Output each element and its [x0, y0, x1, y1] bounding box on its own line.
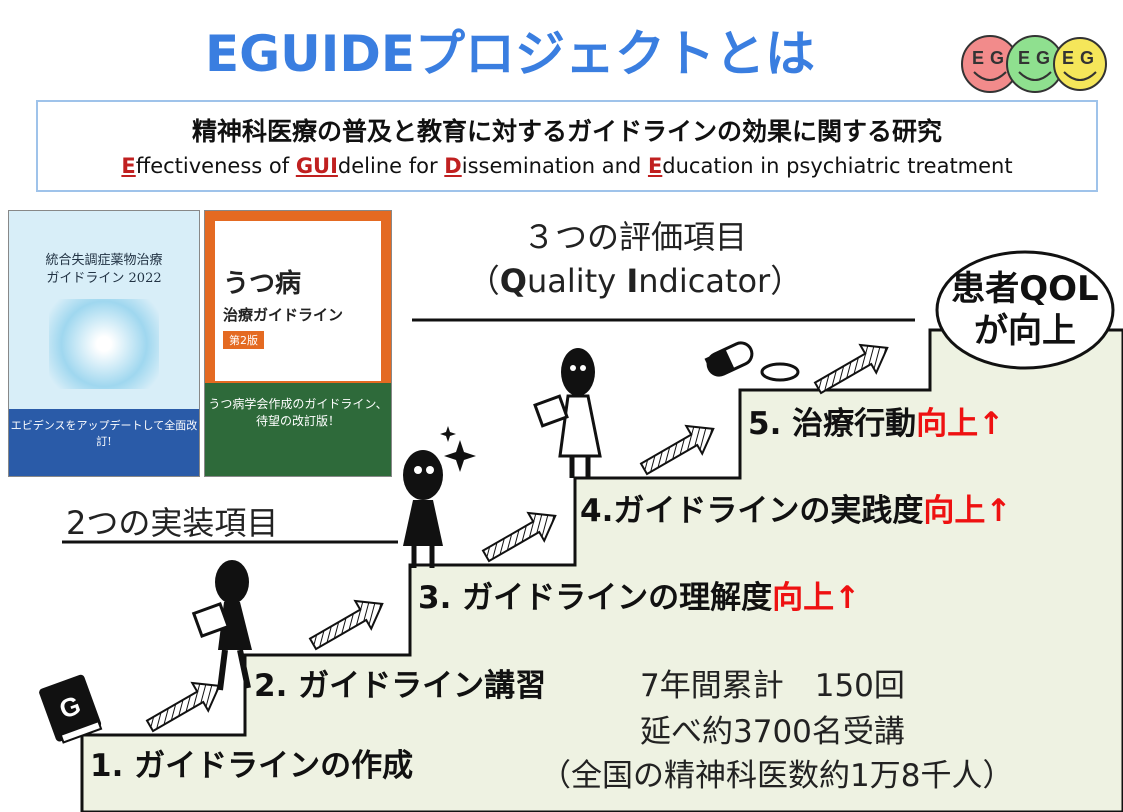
step-3-label: 3. ガイドラインの理解度向上↑: [418, 580, 861, 616]
banner-text-part: issemination and: [461, 154, 648, 178]
stats-cumulative: 7年間累計 150回: [640, 668, 905, 704]
banner-acronym-letter: GUI: [295, 154, 338, 178]
banner-text-part: ffectiveness of: [135, 154, 296, 178]
book2-title-line1: うつ病: [223, 269, 302, 299]
banner-text-part: ducation in psychiatric treatment: [662, 154, 1013, 178]
impl-heading: 2つの実装項目: [66, 504, 279, 542]
book1-title-line1: 統合失調症薬物治療: [45, 253, 163, 268]
svg-text:E: E: [1018, 48, 1030, 68]
svg-text:G: G: [1036, 48, 1050, 68]
step-5-label: 5. 治療行動向上↑: [748, 406, 1005, 442]
step-4-label: 4.ガイドラインの実践度向上↑: [580, 493, 1012, 529]
goal-line1: 患者QOL: [951, 269, 1099, 309]
page-title: EGUIDEプロジェクトとは: [204, 25, 816, 83]
book1-band-text: エビデンスをアップデートして全面改訂!: [10, 419, 198, 448]
book1-title-line2: ガイドライン 2022: [46, 271, 162, 286]
step-2-label: 2. ガイドライン講習: [254, 668, 547, 704]
book2-cover-panel: うつ病 治療ガイドライン 第2版: [215, 221, 381, 381]
logo-face-yellow: [1053, 37, 1107, 91]
qi-line1: ３つの評価項目: [522, 218, 747, 256]
arrow-step3: [477, 501, 565, 571]
book1-cover-art: [49, 299, 159, 389]
book1-band: エビデンスをアップデートして全面改訂!: [9, 409, 199, 476]
banner-japanese-title: 精神科医療の普及と教育に対するガイドラインの効果に関する研究: [191, 117, 942, 146]
banner-acronym-letter: E: [647, 154, 663, 178]
project-banner: 精神科医療の普及と教育に対するガイドラインの効果に関する研究 Effective…: [36, 100, 1098, 192]
goal-line2: が向上: [974, 311, 1076, 351]
figure-reading: [191, 560, 252, 691]
svg-text:G: G: [990, 48, 1004, 68]
goal-label: 患者QOL が向上: [940, 268, 1110, 352]
arrow-step2: [304, 589, 392, 659]
arrow-step1: [141, 671, 229, 741]
svg-text:G: G: [1080, 48, 1094, 68]
book2-edition: 第2版: [223, 331, 264, 349]
book-depression-guideline: うつ病 治療ガイドライン 第2版 うつ病学会作成のガイドライン、 待望の改訂版！: [204, 210, 392, 477]
figure-practicing: [533, 348, 602, 478]
svg-text:E: E: [972, 48, 984, 68]
svg-text:E: E: [1062, 48, 1074, 68]
step-1-label: 1. ガイドラインの作成: [90, 748, 414, 784]
book2-band-line1: うつ病学会作成のガイドライン、: [208, 397, 388, 411]
book-schizophrenia-guideline: 統合失調症薬物治療 ガイドライン 2022 エビデンスをアップデートして全面改訂…: [8, 210, 200, 477]
banner-text-part: deline for: [337, 154, 445, 178]
guideline-book-icon: G: [39, 674, 103, 744]
qi-line2: （Quality Indicator）: [467, 262, 803, 300]
book2-band: うつ病学会作成のガイドライン、 待望の改訂版！: [205, 383, 391, 476]
banner-english-title: Effectiveness of GUIdeline for Dissemina…: [38, 154, 1096, 178]
svg-text:G: G: [55, 690, 84, 725]
figure-thinking: [403, 426, 476, 568]
arrow-step4: [635, 414, 723, 484]
medicine-pills-icon: [704, 341, 800, 382]
banner-acronym-letter: D: [444, 154, 462, 178]
arrow-step5: [809, 333, 897, 403]
qi-heading: ３つの評価項目 （Quality Indicator）: [420, 215, 850, 303]
banner-acronym-letter: E: [121, 154, 136, 178]
book2-band-line2: 待望の改訂版！: [255, 414, 340, 428]
stats-psychiatrists: （全国の精神科医数約1万8千人）: [540, 758, 1014, 794]
book2-title-line2: 治療ガイドライン: [223, 306, 344, 324]
stats-attendees: 延べ約3700名受講: [640, 714, 905, 750]
